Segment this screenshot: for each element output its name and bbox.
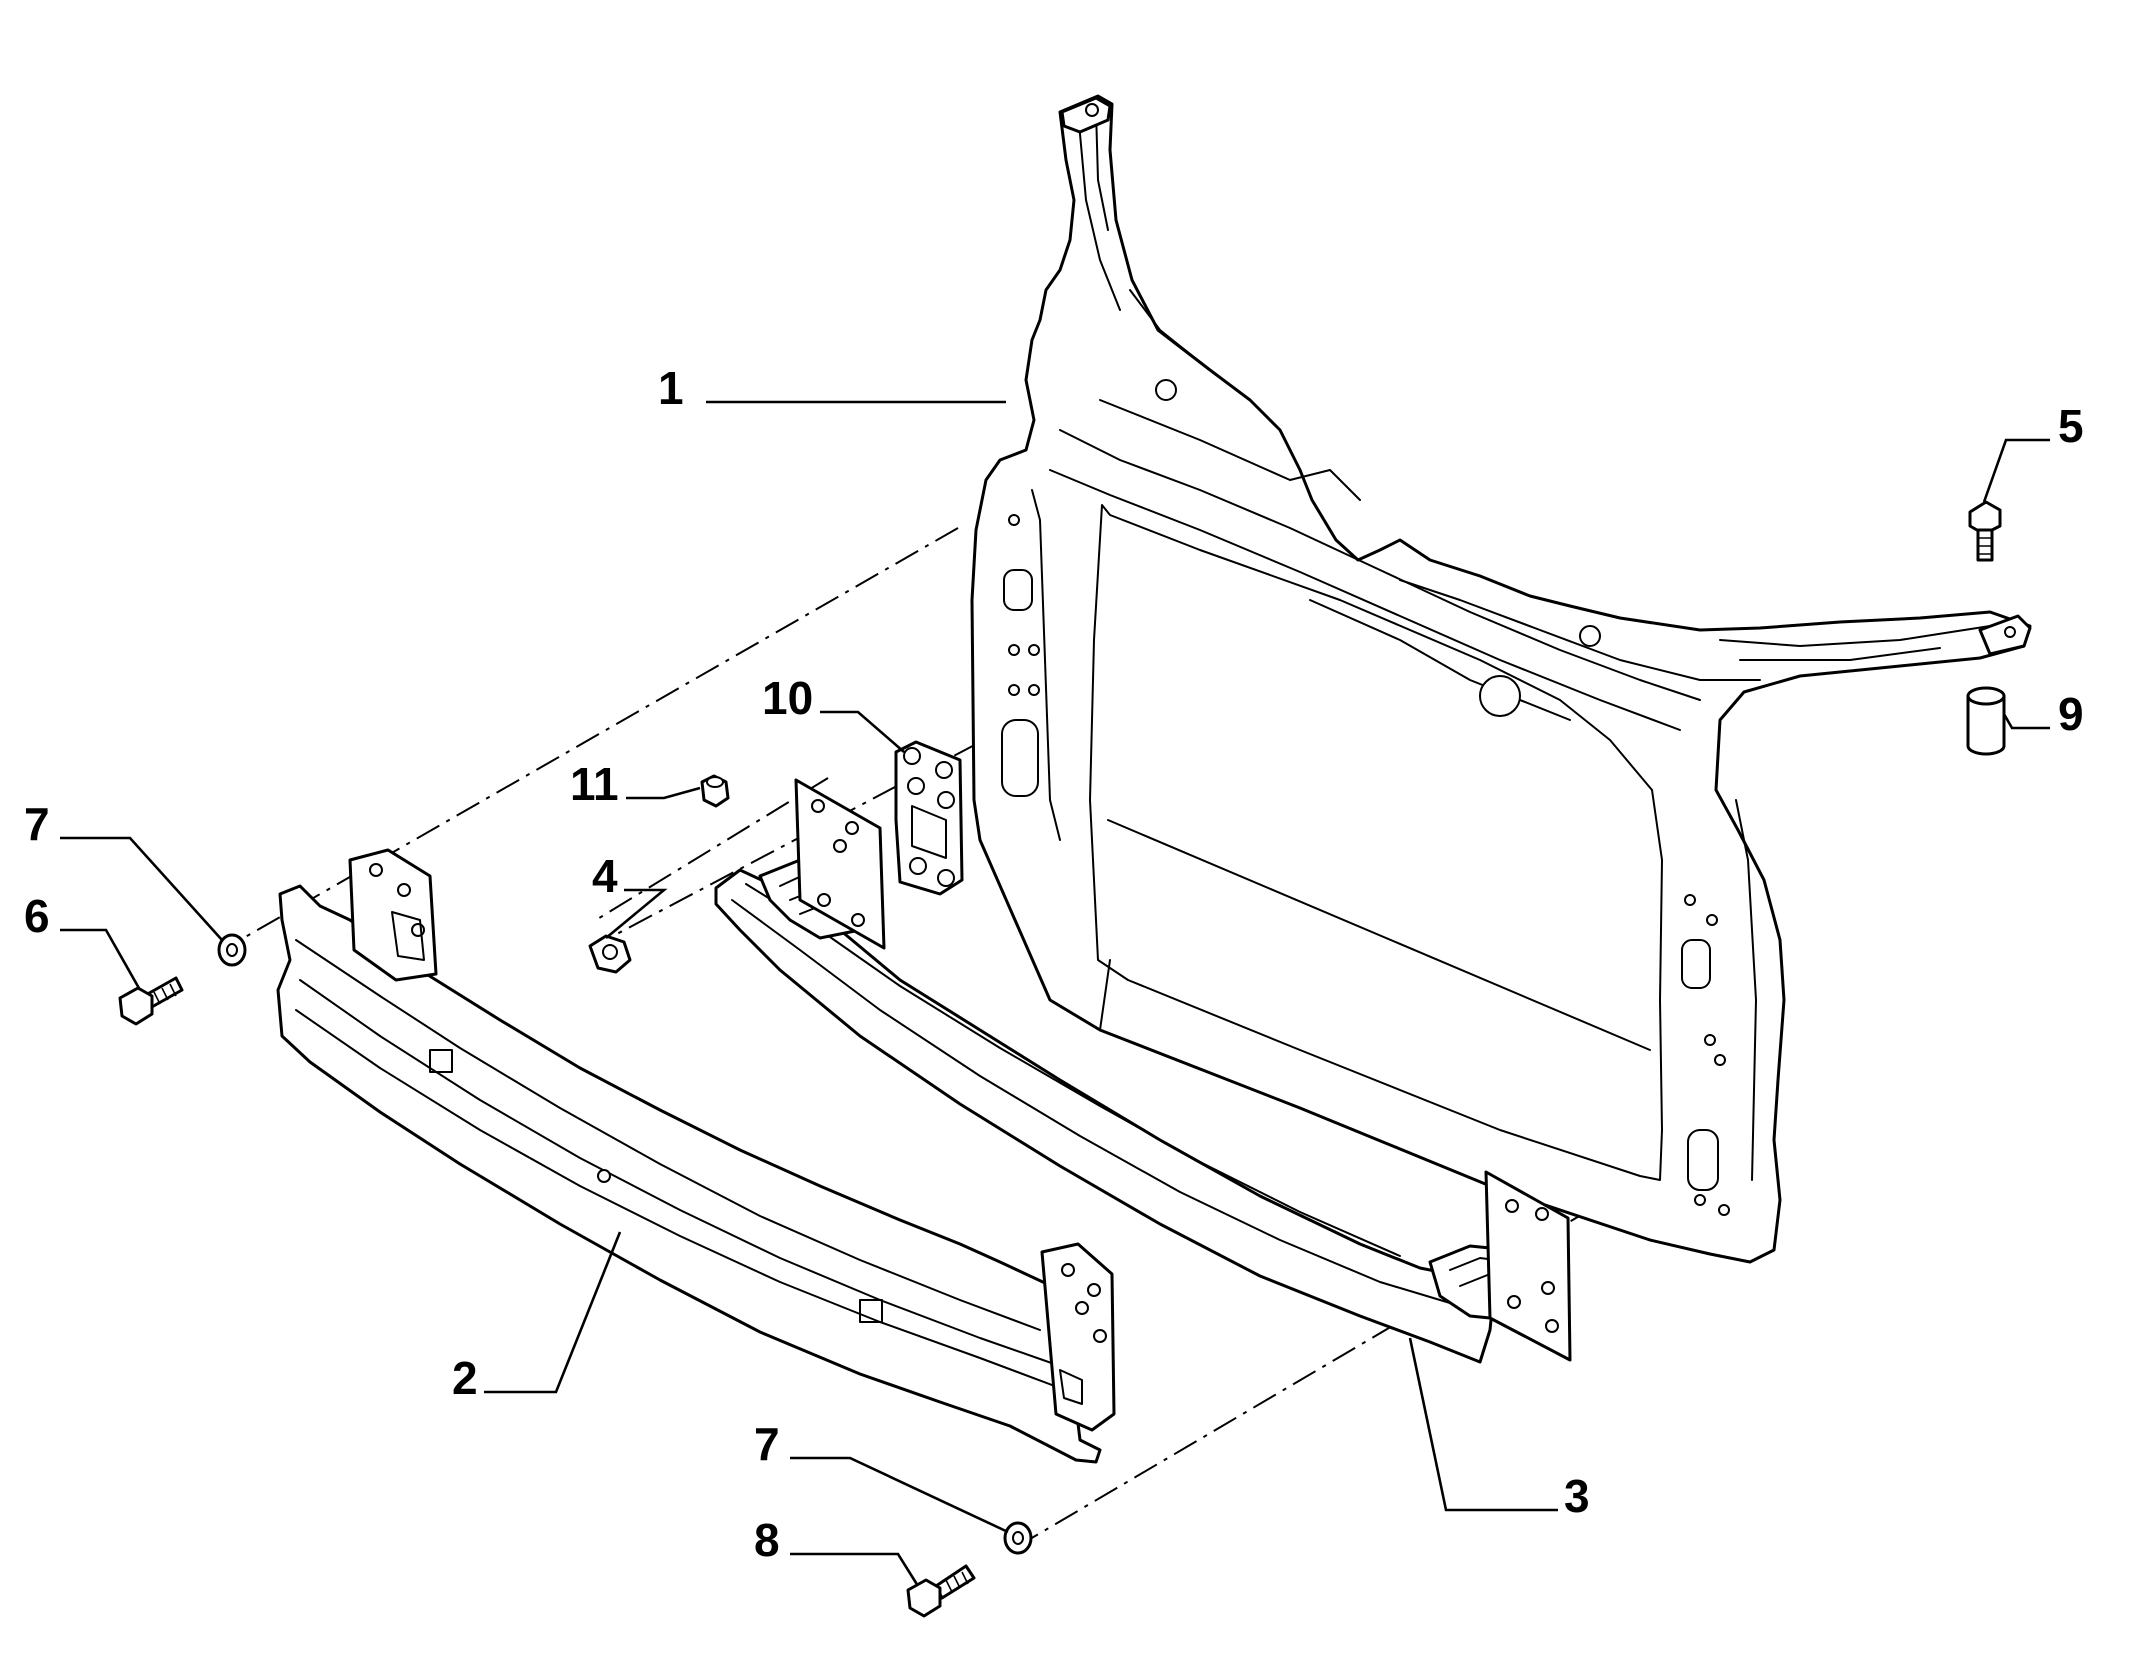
callout-4: 4	[592, 850, 618, 902]
callout-3: 3	[1564, 1470, 1590, 1522]
callout-11: 11	[570, 758, 619, 810]
callout-1: 1	[658, 362, 684, 414]
leader-lines	[60, 400, 2050, 1587]
washer-top	[217, 933, 247, 967]
callout-2: 2	[452, 1352, 478, 1404]
small-nut	[700, 774, 730, 808]
callout-7-lower: 7	[754, 1418, 780, 1470]
callout-5: 5	[2058, 400, 2084, 452]
rear-crossbar	[714, 778, 1572, 1364]
callouts: 1 2 3 4 5 6 7 7 8 9 10 11	[24, 362, 2084, 1566]
bolt-left	[118, 976, 184, 1026]
hex-nut	[588, 934, 632, 974]
gasket-plate	[894, 740, 964, 896]
callout-8: 8	[754, 1514, 780, 1566]
bolt-bottom	[906, 1564, 976, 1618]
callout-9: 9	[2058, 688, 2084, 740]
washer-bottom	[1003, 1521, 1033, 1555]
fasteners	[118, 500, 2006, 1618]
callout-7-upper: 7	[24, 798, 50, 850]
front-panel-frame	[970, 94, 2032, 1264]
callout-6: 6	[24, 890, 50, 942]
front-bumper-beam	[276, 848, 1116, 1464]
bolt-right	[1968, 500, 2002, 562]
spacer-sleeve	[1966, 686, 2006, 756]
callout-10: 10	[762, 672, 813, 724]
